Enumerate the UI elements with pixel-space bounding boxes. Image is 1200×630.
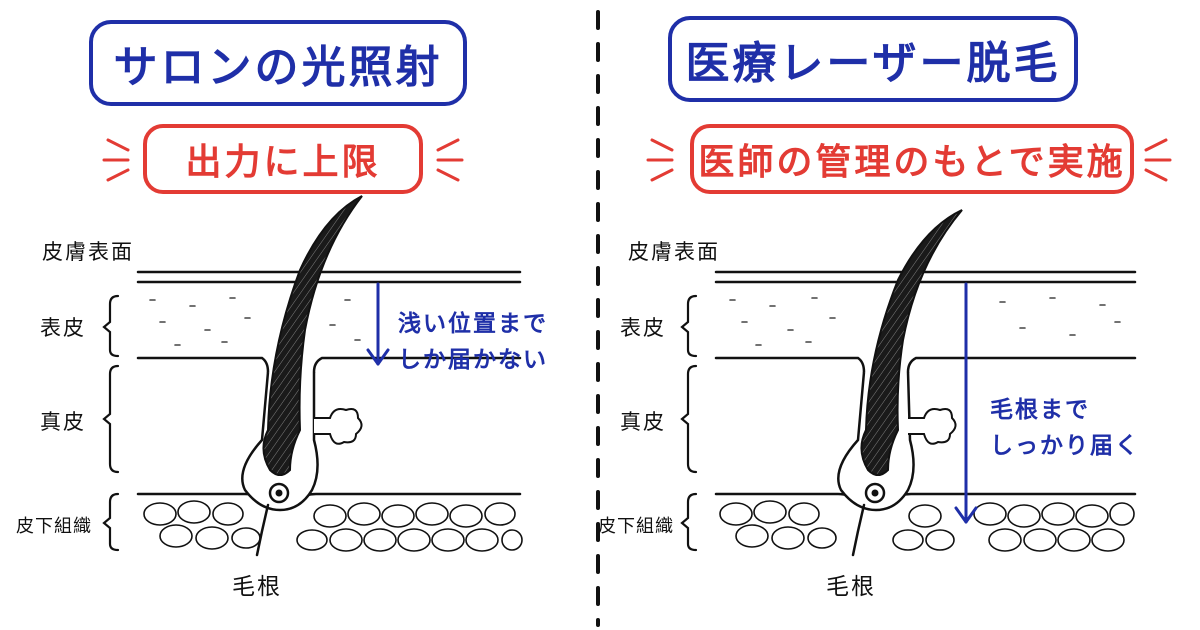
left-subtitle-emphasis-marks [102,138,464,182]
left-note-line1: 浅い位置まで [398,311,548,337]
right-sebaceous-gland [908,408,957,445]
left-shallow-arrow [366,282,390,366]
right-label-epidermis: 表皮 [620,316,666,340]
left-label-dermis: 真皮 [40,410,86,434]
right-epidermis-dots [729,297,1121,346]
right-label-hair-root: 毛根 [826,574,876,600]
right-title: 医療レーザー脱毛 [668,16,1078,102]
left-hair-shaft [262,195,363,476]
left-subtitle: 出力に上限 [143,124,423,194]
left-label-hair-root: 毛根 [232,574,282,600]
right-root-pointer [851,503,866,557]
left-fat-cells [143,500,523,552]
left-root-pointer [255,503,270,557]
left-layer-brackets [102,294,120,552]
right-fat-cells [719,500,1135,552]
left-note: 浅い位置まで しか届かない [398,306,548,378]
right-panel [646,138,1172,557]
right-hair-shaft [860,209,963,476]
right-note-line1: 毛根まで [990,397,1090,423]
right-hair-follicle [837,209,963,557]
right-subtitle: 医師の管理のもとで実施 [690,124,1134,194]
right-note-line2: しっかり届く [990,433,1140,459]
left-label-epidermis: 表皮 [40,316,86,340]
right-note: 毛根まで しっかり届く [990,392,1140,464]
right-label-skin-surface: 皮膚表面 [628,240,720,264]
right-label-subcutaneous: 皮下組織 [598,516,674,537]
right-deep-arrow [954,282,978,524]
right-label-dermis: 真皮 [620,410,666,434]
left-epidermis-dots [149,297,361,346]
left-title: サロンの光照射 [89,20,467,106]
left-sebaceous-gland [314,408,363,445]
left-label-skin-surface: 皮膚表面 [42,240,134,264]
left-note-line2: しか届かない [398,347,548,373]
left-label-subcutaneous: 皮下組織 [16,516,92,537]
left-panel [102,138,523,557]
right-layer-brackets [680,294,698,552]
left-hair-follicle [241,195,363,557]
right-subtitle-emphasis-marks [646,138,1172,182]
right-skin-lines [714,270,1137,502]
